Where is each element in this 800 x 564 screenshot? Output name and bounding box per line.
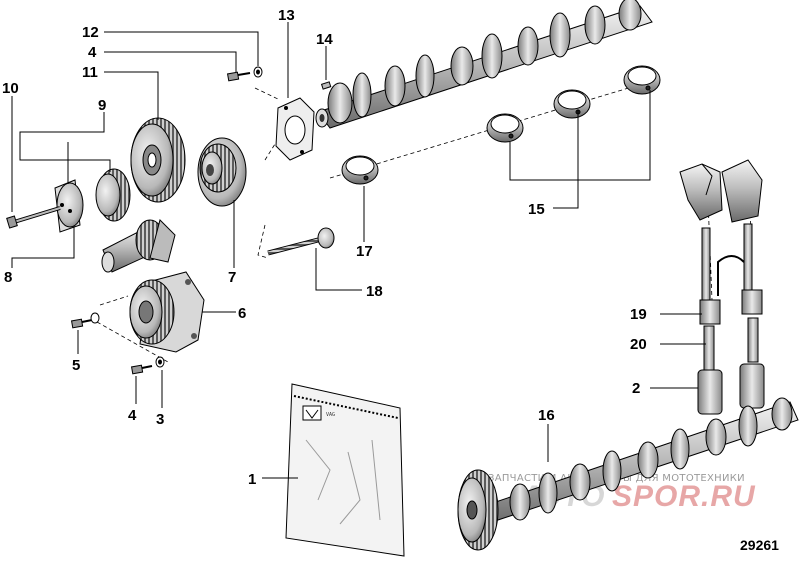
callout-20: 20 — [630, 336, 647, 353]
callout-1: 1 — [248, 471, 256, 488]
pulley-and-sprocket — [54, 168, 131, 233]
callout-5: 5 — [72, 357, 80, 374]
callout-19: 19 — [630, 306, 647, 323]
guide-bolt — [267, 227, 335, 256]
callout-9: 9 — [98, 97, 106, 114]
callout-12: 12 — [82, 24, 99, 41]
camshaft-upper — [315, 0, 653, 129]
drive-shaft-gear — [101, 219, 176, 273]
callout-2: 2 — [632, 380, 640, 397]
callout-14: 14 — [316, 31, 333, 48]
callout-6: 6 — [238, 305, 246, 322]
figure-number: 29261 — [740, 537, 779, 553]
rocker-assembly — [679, 159, 765, 415]
gear-large — [130, 117, 186, 203]
callout-11: 11 — [82, 64, 98, 81]
callout-labels: 12 4 11 13 14 10 9 8 7 17 18 6 5 4 3 15 … — [2, 7, 779, 553]
callout-10: 10 — [2, 80, 19, 97]
callout-16: 16 — [538, 407, 555, 424]
callout-4-bottom: 4 — [128, 407, 137, 424]
callout-8: 8 — [4, 269, 12, 286]
bearing-shells — [341, 65, 661, 185]
gear-housing — [129, 271, 205, 353]
fasteners — [70, 66, 263, 375]
callout-18: 18 — [366, 283, 383, 300]
callout-3: 3 — [156, 411, 164, 428]
woodruff-key — [320, 81, 332, 90]
camshaft-lower — [457, 397, 799, 551]
callout-17: 17 — [356, 243, 373, 260]
bolt-long — [6, 206, 61, 229]
bag-label: VAG — [326, 412, 335, 418]
parts-bag: VAG — [285, 383, 405, 557]
callout-4-top: 4 — [88, 44, 97, 61]
gear-intermediate — [197, 137, 247, 207]
leader-lines — [11, 22, 706, 479]
callout-15: 15 — [528, 201, 545, 218]
callout-7: 7 — [228, 269, 236, 286]
watermark-logo-right: SPOR.RU — [612, 480, 756, 513]
gasket — [275, 97, 315, 161]
callout-13: 13 — [278, 7, 295, 24]
